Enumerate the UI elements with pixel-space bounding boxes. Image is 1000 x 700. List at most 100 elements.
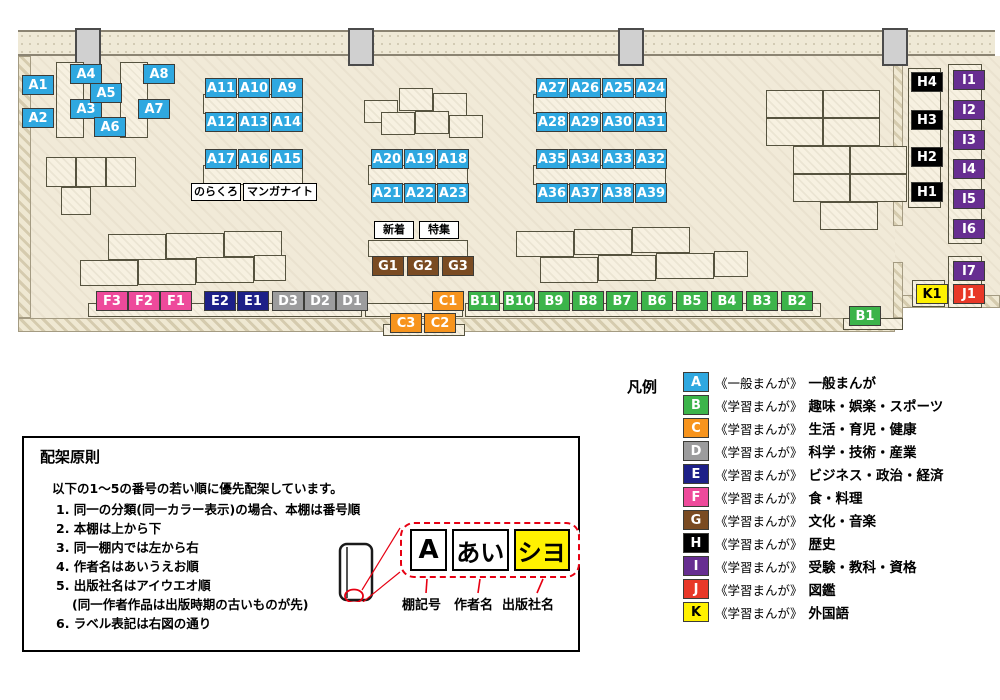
shelf [598,255,656,281]
shelf-label-B4: B4 [711,291,743,311]
shelf [632,227,690,253]
shelf [714,251,748,277]
legend-label: 歴史 [808,537,836,553]
shelf [533,165,666,185]
legend-row-H: H 《学習まんが》歴史 [683,533,997,553]
legend-row-A: A《一般まんが》一般まんが [683,372,997,392]
shelf-label-A32: A32 [635,149,667,169]
shelf-label-C1: C1 [432,291,464,311]
pillar [348,28,374,66]
shelf-label-H2: H2 [911,147,943,167]
shelf-label-H3: H3 [911,110,943,130]
shelf [46,157,76,187]
shelf [254,255,286,281]
shelf [368,165,468,185]
legend-chip-C: C [683,418,709,438]
shelf-label-A17: A17 [205,149,237,169]
shelf-label-A16: A16 [238,149,270,169]
legend-chip-B: B [683,395,709,415]
label-example-author: あい [452,529,509,571]
legend-label: 食・料理 [808,491,863,507]
shelf-label-A20: A20 [371,149,403,169]
shelf-label-I1: I1 [953,70,985,90]
principles-title: 配架原則 [40,448,101,466]
legend-row-G: G 《学習まんが》文化・音楽 [683,510,997,530]
shelf [823,90,880,118]
shelf-label-A28: A28 [536,112,568,132]
shelf [540,257,598,283]
legend-type: 《学習まんが》 [715,513,803,529]
legend-type: 《学習まんが》 [715,398,803,414]
sign-新着: 新着 [374,221,414,239]
shelf-label-G1: G1 [372,256,404,276]
shelf [793,146,850,174]
legend-label: 趣味・娯楽・スポーツ [808,399,944,415]
shelf [196,257,254,283]
legend-row-B: B 《学習まんが》趣味・娯楽・スポーツ [683,395,997,415]
shelf-label-C3: C3 [390,313,422,333]
shelf-label-A23: A23 [437,183,469,203]
shelf-label-A2: A2 [22,108,54,128]
legend-label: 文化・音楽 [808,514,877,530]
rule-6: 6. ラベル表記は右図の通り [56,616,212,631]
shelf-label-A19: A19 [404,149,436,169]
legend-row-D: D《学習まんが》科学・技術・産業 [683,441,997,461]
legend-row-K: K《学習まんが》外国語 [683,602,997,622]
label-position-circle [344,588,364,602]
label-example-plate: A あい シヨ [400,522,580,578]
shelf-label-A3: A3 [70,99,102,119]
legend-row-F: F《学習まんが》食・料理 [683,487,997,507]
shelf [106,157,136,187]
book-label-callout-illustration [338,527,544,602]
shelf [850,146,907,174]
shelf-label-D3: D3 [272,291,304,311]
legend-type: 《学習まんが》 [715,605,803,621]
legend-chip-G: G [683,510,709,530]
shelf [823,118,880,146]
legend-type: 《学習まんが》 [715,536,803,552]
shelf [850,174,907,202]
shelf-label-B10: B10 [503,291,535,311]
shelf-label-A27: A27 [536,78,568,98]
shelf-label-A24: A24 [635,78,667,98]
principles-intro: 以下の1〜5の番号の若い順に優先配架しています。 [52,481,343,496]
rule-note: (同一作者作品は出版時期の古いものが先) [72,597,309,612]
legend-row-J: J《学習まんが》図鑑 [683,579,997,599]
sign-マンガナイト: マンガナイト [243,183,317,201]
shelf-label-B6: B6 [641,291,673,311]
shelf-label-A10: A10 [238,78,270,98]
shelf-label-A36: A36 [536,183,568,203]
shelf-label-H1: H1 [911,182,943,202]
shelf-label-H4: H4 [911,72,943,92]
shelf-label-F3: F3 [96,291,128,311]
shelf-label-A31: A31 [635,112,667,132]
shelf-label-A13: A13 [238,112,270,132]
legend-chip-I: I [683,556,709,576]
shelf-label-A34: A34 [569,149,601,169]
legend-chip-H: H [683,533,709,553]
sign-のらくろ: のらくろ [191,183,241,201]
shelf [224,231,282,257]
shelf-label-A7: A7 [138,99,170,119]
shelf [820,202,878,230]
rule-3: 3. 同一棚内では左から右 [56,540,199,555]
shelf [948,64,982,244]
label-example-publisher: シヨ [513,529,571,571]
shelf-label-A38: A38 [602,183,634,203]
callout-author: 作者名 [454,598,494,613]
shelf-label-A25: A25 [602,78,634,98]
legend-row-C: C《学習まんが》生活・育児・健康 [683,418,997,438]
legend-type: 《学習まんが》 [715,490,803,506]
shelf-label-C2: C2 [424,313,456,333]
legend-type: 《学習まんが》 [715,444,803,460]
callout-publisher: 出版社名 [502,598,555,613]
shelf-label-A21: A21 [371,183,403,203]
shelf [381,112,415,135]
shelf [80,260,138,286]
shelf-label-I5: I5 [953,189,985,209]
shelf-label-I3: I3 [953,130,985,150]
shelf [415,111,449,134]
shelf-label-E2: E2 [204,291,236,311]
